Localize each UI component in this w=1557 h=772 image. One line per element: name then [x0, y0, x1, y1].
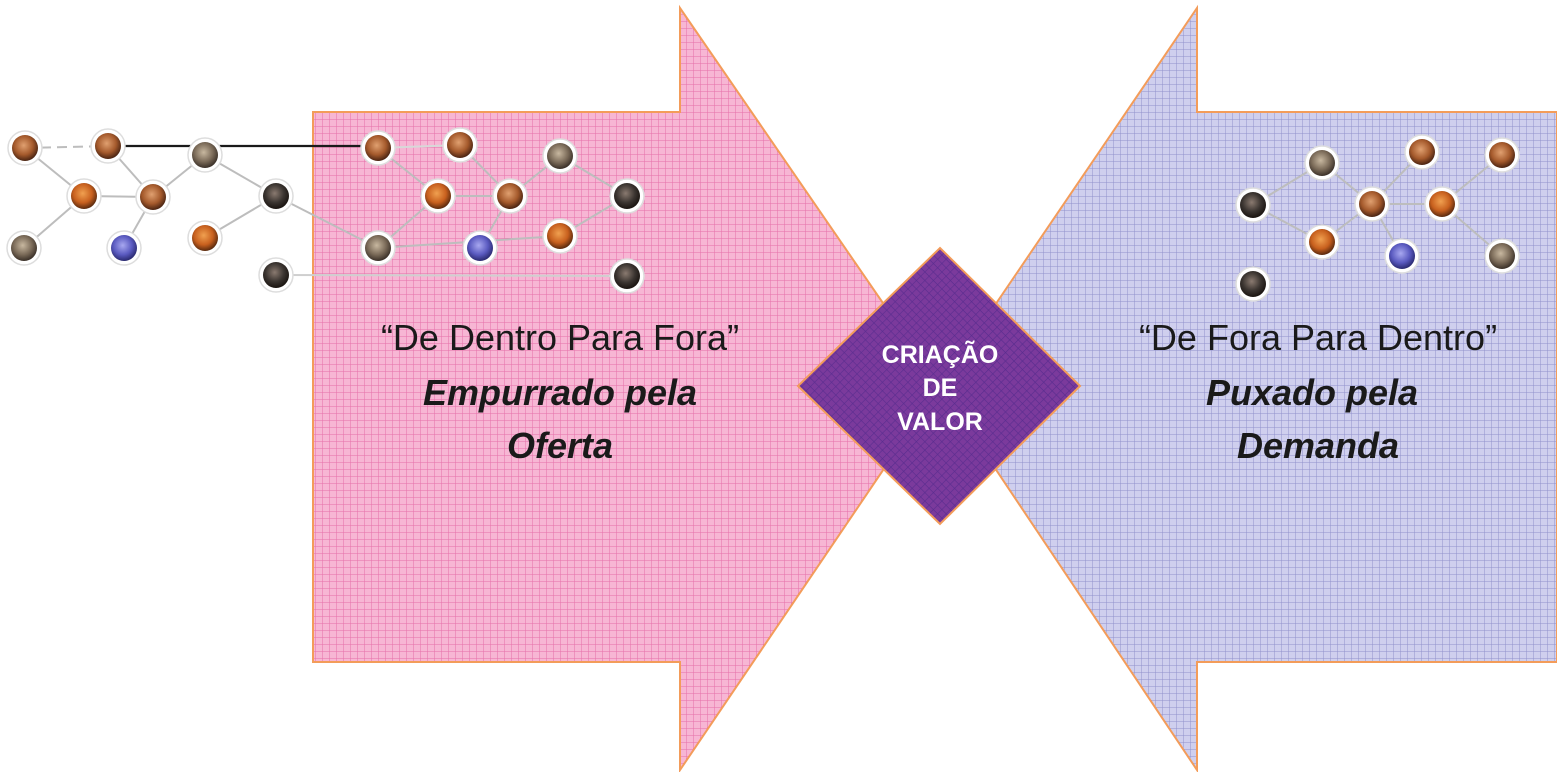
right-arrow-subtitle-line1: Puxado pela — [1206, 372, 1418, 413]
person-node — [609, 178, 645, 214]
person-node — [1424, 186, 1460, 222]
left-network-nodes — [6, 127, 645, 294]
person-node — [7, 130, 43, 166]
person-node — [462, 230, 498, 266]
person-node — [1304, 145, 1340, 181]
person-node — [90, 128, 126, 164]
person-node — [187, 137, 223, 173]
person-node — [258, 257, 294, 293]
person-node — [609, 258, 645, 294]
value-creation-diamond — [796, 246, 1082, 526]
person-node — [542, 138, 578, 174]
person-node — [1235, 266, 1271, 302]
left-arrow-title: “De Dentro Para Fora” — [381, 317, 739, 358]
right-arrow — [938, 4, 1557, 772]
diamond-label-line3: VALOR — [897, 408, 983, 436]
person-node — [442, 127, 478, 163]
person-node — [106, 230, 142, 266]
left-arrow-subtitle-line2: Oferta — [507, 425, 613, 466]
person-node — [360, 130, 396, 166]
diamond-label-line1: CRIAÇÃO — [882, 339, 999, 369]
right-network-nodes — [1235, 134, 1520, 302]
person-node — [542, 218, 578, 254]
person-node — [258, 178, 294, 214]
person-node — [1304, 224, 1340, 260]
person-node — [66, 178, 102, 214]
person-node — [1484, 238, 1520, 274]
left-arrow — [312, 4, 942, 772]
person-node — [1404, 134, 1440, 170]
person-node — [1235, 187, 1271, 223]
diamond-label-line2: DE — [923, 374, 958, 402]
right-arrow-title: “De Fora Para Dentro” — [1139, 317, 1497, 358]
person-node — [6, 230, 42, 266]
person-node — [1484, 137, 1520, 173]
person-node — [1384, 238, 1420, 274]
person-node — [1354, 186, 1390, 222]
person-node — [187, 220, 223, 256]
left-arrow-subtitle-line1: Empurrado pela — [423, 372, 697, 413]
right-arrow-subtitle-line2: Demanda — [1237, 425, 1399, 466]
person-node — [420, 178, 456, 214]
person-node — [135, 179, 171, 215]
person-node — [360, 230, 396, 266]
person-node — [492, 178, 528, 214]
